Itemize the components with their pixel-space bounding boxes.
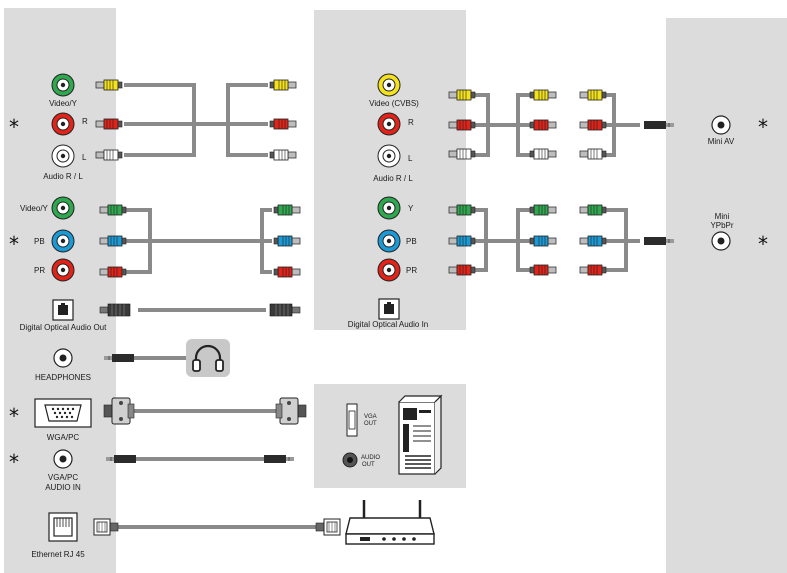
rj45-plug <box>315 518 341 536</box>
pc-audio-out-label-1: AUDIO <box>361 455 380 461</box>
device-component-y-socket[interactable] <box>377 196 401 220</box>
headphones-icon <box>186 339 230 377</box>
tv-audio-l-socket[interactable] <box>51 144 75 168</box>
tv-video-y-label: Video/Y <box>49 99 78 108</box>
device-r-label: R <box>408 118 414 127</box>
optical-port-icon[interactable] <box>378 298 400 320</box>
rca-plug-white <box>269 149 297 161</box>
tv-panel <box>4 8 116 573</box>
rca-plug-red <box>269 118 297 130</box>
component-cable-bridge-right <box>474 208 640 272</box>
rca-plug-blue <box>529 235 557 247</box>
rca-plug-red <box>529 119 557 131</box>
star-marker: * <box>9 115 19 139</box>
tv-vga-audio-in-socket[interactable] <box>53 449 73 469</box>
device-y-label: Y <box>408 204 414 213</box>
star-marker: * <box>758 232 768 256</box>
tv-pr-label: PR <box>34 266 45 275</box>
rca-plug-red <box>579 264 607 276</box>
rca-plug-red <box>273 266 301 278</box>
tv-vga-audio-label-2: AUDIO IN <box>45 483 81 492</box>
vga-port-icon[interactable] <box>34 398 92 428</box>
tv-r-label: R <box>82 117 88 126</box>
star-marker: * <box>758 115 768 139</box>
rca-plug-yellow <box>529 89 557 101</box>
device-optical-in-label: Digital Optical Audio In <box>348 320 429 329</box>
tv-audio-rl-label: Audio R / L <box>43 172 83 181</box>
audio-out-socket[interactable] <box>342 452 358 468</box>
tv-headphones-socket[interactable] <box>53 348 73 368</box>
audio-jack-plug <box>263 454 295 464</box>
star-marker: * <box>9 232 19 256</box>
device-video-cvbs-label: Video (CVBS) <box>369 99 419 108</box>
mini-av-label: Mini AV <box>708 137 735 146</box>
device-pb-label: PB <box>406 237 417 246</box>
tv-component-y-socket[interactable] <box>51 196 75 220</box>
rca-plug-red <box>579 119 607 131</box>
mini-ypbpr-label-2: YPbPr <box>710 221 733 230</box>
pc-panel <box>314 384 466 488</box>
pc-vga-out-label-1: VGA <box>364 414 377 420</box>
rj45-port-icon[interactable] <box>48 512 78 542</box>
vga-plug <box>275 397 307 425</box>
av-device-panel <box>314 10 466 330</box>
star-marker: * <box>9 404 19 428</box>
pc-vga-out-label-2: OUT <box>364 421 377 427</box>
vga-out-port-icon[interactable] <box>346 403 358 437</box>
tv-vga-pc-label: WGA/PC <box>47 433 80 442</box>
tv-optical-out-label: Digital Optical Audio Out <box>20 323 107 332</box>
device-video-cvbs-socket[interactable] <box>377 73 401 97</box>
device-audio-l-socket[interactable] <box>377 144 401 168</box>
rca-plug-blue <box>579 235 607 247</box>
mini-av-socket[interactable] <box>711 115 731 135</box>
tv-vga-audio-label-1: VGA/PC <box>48 473 78 482</box>
device-audio-rl-label: Audio R / L <box>373 174 413 183</box>
device-pr-label: PR <box>406 266 417 275</box>
rca-plug-blue <box>273 235 301 247</box>
device-component-pb-socket[interactable] <box>377 229 401 253</box>
tv-video-y2-label: Video/Y <box>20 204 49 213</box>
pc-audio-out-label-2: OUT <box>362 462 375 468</box>
computer-tower-icon <box>398 394 443 475</box>
rca-plug-white <box>579 148 607 160</box>
device-component-pr-socket[interactable] <box>377 258 401 282</box>
rca-plug-red <box>529 264 557 276</box>
tv-l-label: L <box>82 153 87 162</box>
star-marker: * <box>9 450 19 474</box>
composite-cable-bridge-left <box>124 83 268 157</box>
tv-video-y-socket[interactable] <box>51 73 75 97</box>
router-icon <box>345 500 435 545</box>
tv-component-pr-socket[interactable] <box>51 258 75 282</box>
rca-plug-yellow <box>579 89 607 101</box>
component-cable-bridge-left <box>124 208 272 274</box>
device-l-label: L <box>408 154 413 163</box>
optical-plug <box>269 303 301 317</box>
rca-plug-green <box>273 204 301 216</box>
tv-component-pb-socket[interactable] <box>51 229 75 253</box>
rca-plug-yellow <box>269 79 297 91</box>
tv-ethernet-label: Ethernet RJ 45 <box>31 550 85 559</box>
tv-pb-label: PB <box>34 237 45 246</box>
tv-headphones-label: HEADPHONES <box>35 373 91 382</box>
mini-ypbpr-socket[interactable] <box>711 231 731 251</box>
tv-audio-r-socket[interactable] <box>51 112 75 136</box>
right-panel <box>666 18 787 573</box>
device-audio-r-socket[interactable] <box>377 112 401 136</box>
composite-cable-bridge-right <box>474 93 640 157</box>
optical-port-icon[interactable] <box>52 299 74 321</box>
mini-ypbpr-label-1: Mini <box>715 212 730 221</box>
rca-plug-green <box>579 204 607 216</box>
rca-plug-white <box>529 148 557 160</box>
rca-plug-green <box>529 204 557 216</box>
